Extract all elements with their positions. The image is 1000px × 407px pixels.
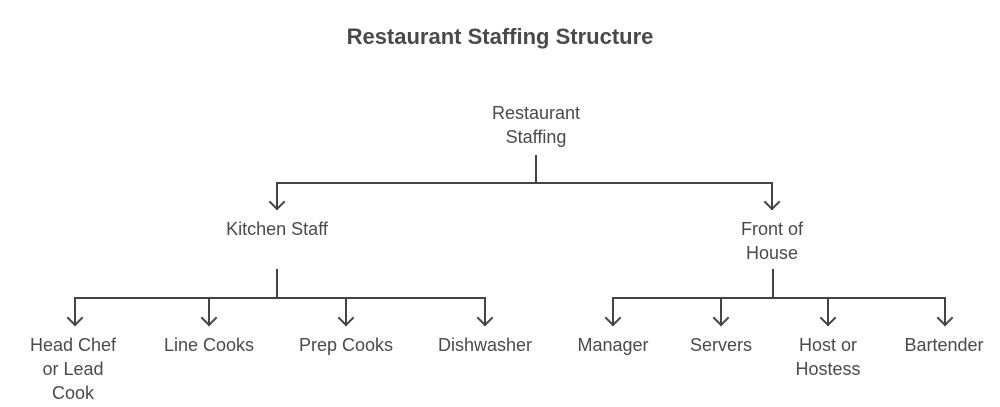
diagram-title: Restaurant Staffing Structure (346, 24, 654, 49)
node-servers: Servers (689, 335, 753, 355)
node-root: Restaurant Staffing (491, 103, 581, 147)
node-host-or-hostess: Host or Hostess (795, 335, 861, 379)
node-front-of-house: Front of House (740, 219, 804, 263)
node-head-chef: Head Chef or Lead Cook (29, 335, 117, 403)
node-dishwasher: Dishwasher (437, 335, 533, 355)
node-bartender: Bartender (904, 335, 984, 355)
node-manager: Manager (577, 335, 649, 355)
node-kitchen-staff: Kitchen Staff (226, 219, 328, 239)
node-line-cooks: Line Cooks (163, 335, 255, 355)
node-prep-cooks: Prep Cooks (298, 335, 394, 355)
